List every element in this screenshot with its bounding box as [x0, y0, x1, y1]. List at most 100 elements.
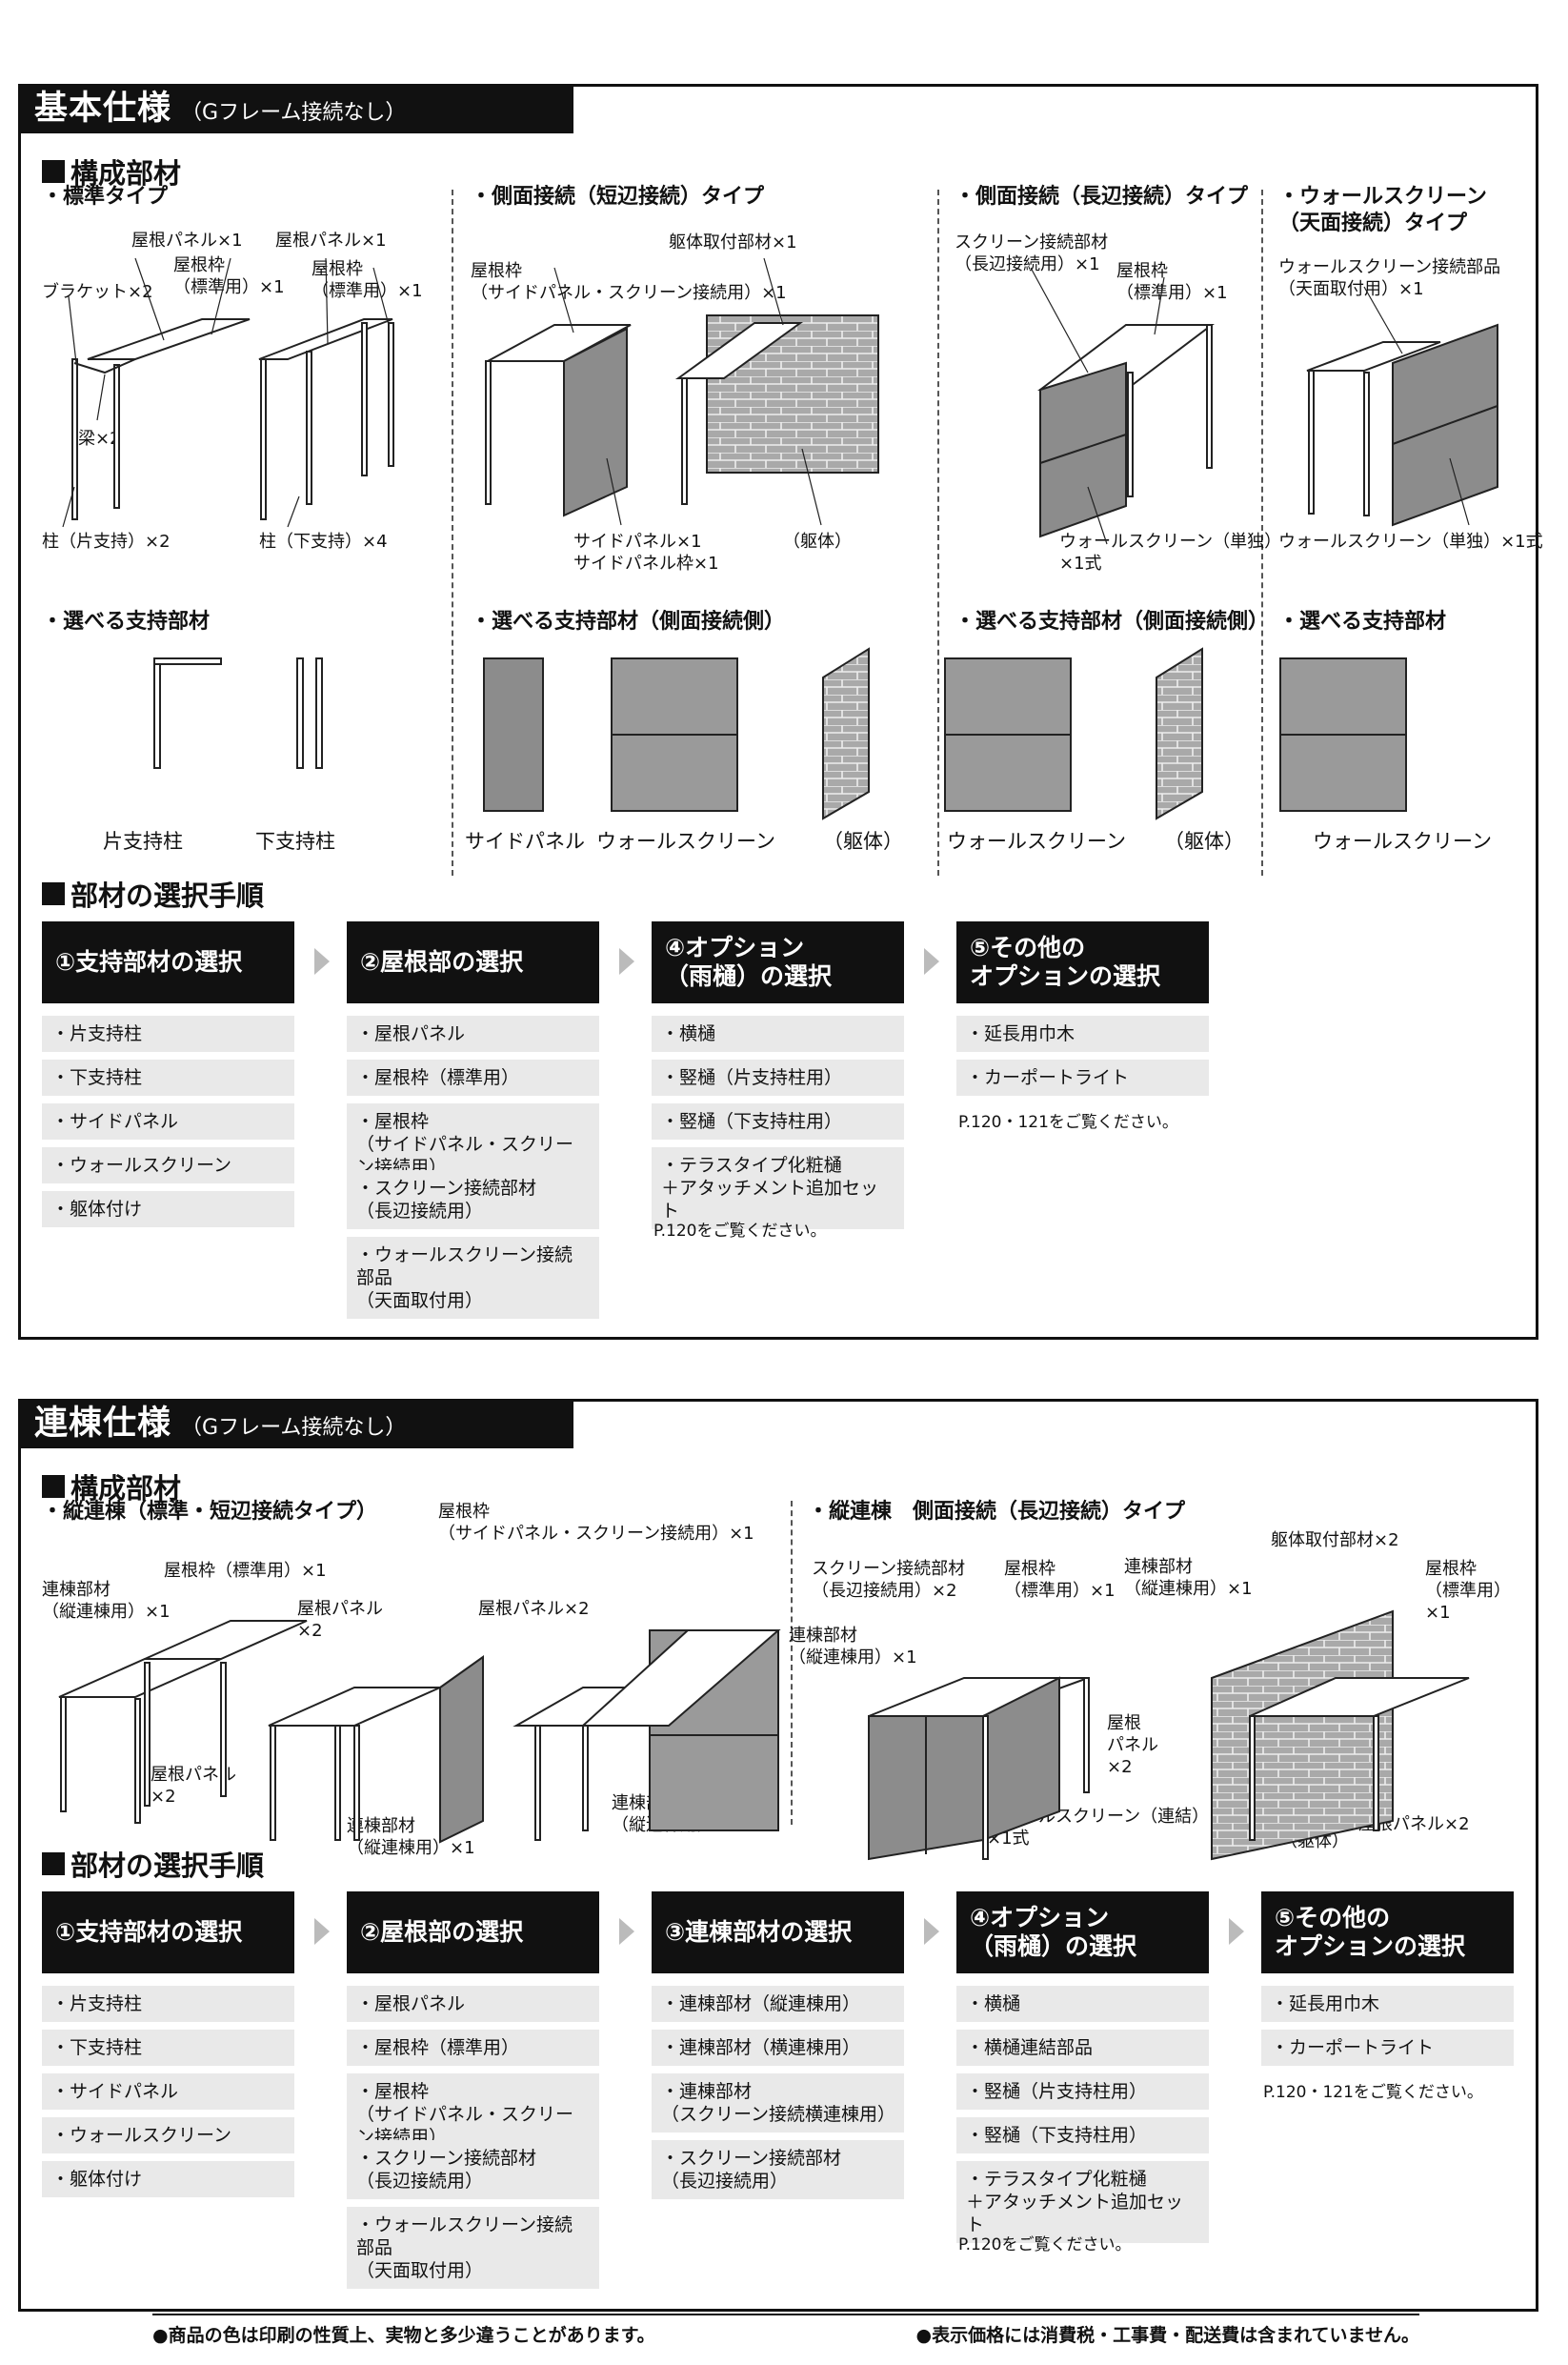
basic-spec-section: 基本仕様 （Gフレーム接続なし） 構成部材 ・標準タイプ 屋根パネル×1 屋根パ…: [18, 84, 1543, 1340]
list-item: ・サイドパネル: [42, 1103, 294, 1140]
page-reference-note: P.120をご覧ください。: [958, 2235, 1132, 2254]
list-item: ・片支持柱: [42, 1016, 294, 1052]
support-heading-side: ・選べる支持部材（側面接続側）: [955, 610, 1270, 634]
label-roof-panel: 屋根 パネル ×2: [1107, 1713, 1158, 1777]
footer-notes: ●商品の色は印刷の性質上、実物と多少違うことがあります。 ●表示価格には消費税・…: [152, 2314, 1419, 2347]
label-side-panel: サイドパネル: [465, 830, 585, 853]
label-roof-frame: 屋根枠 （標準用）×1: [312, 259, 423, 301]
page-reference-note: P.120をご覧ください。: [653, 1222, 827, 1241]
support-heading: ・選べる支持部材: [1278, 610, 1447, 634]
list-item: ・横樋: [652, 1016, 904, 1052]
list-item: ・ウォールスクリーン接続部品 （天面取付用）: [347, 1237, 599, 1319]
label-roof-frame: 屋根枠 （標準用）×1: [1425, 1559, 1511, 1623]
label-screen-part: スクリーン接続部材 （長辺接続用）×2: [812, 1559, 966, 1601]
square-bullet-icon: [42, 1475, 65, 1498]
label-wall-screen-single: ウォールスクリーン（単独） ×1式: [1059, 532, 1282, 574]
section-subtitle: （Gフレーム接続なし）: [181, 101, 407, 125]
top-connect-type-heading: ・ウォールスクリーン （天面接続）タイプ: [1278, 185, 1487, 235]
side-short-type-illustration: [485, 257, 879, 526]
list-item: ・屋根枠（標準用）: [347, 1060, 599, 1096]
list-item: ・横樋連結部品: [956, 2030, 1209, 2066]
list-item: ・躯体付け: [42, 2161, 294, 2197]
label-wall: （躯体）: [1164, 830, 1244, 853]
label-roof-frame: 屋根枠 （標準用）×1: [173, 255, 285, 297]
label-roof-panel: 屋根パネル ×2: [297, 1599, 383, 1641]
list-item: ・スクリーン接続部材 （長辺接続用）: [347, 1170, 599, 1229]
page-reference-note: P.120・121をご覧ください。: [958, 1113, 1178, 1132]
list-item: ・屋根パネル: [347, 1986, 599, 2022]
label-linking-part: 連棟部材 （縦連棟用）×1: [42, 1580, 171, 1622]
list-item: ・延長用巾木: [956, 1016, 1209, 1052]
components-heading: 構成部材: [42, 152, 181, 192]
procedure-heading: 部材の選択手順: [42, 874, 264, 914]
list-item: ・ウォールスクリーン: [42, 2117, 294, 2153]
section-header: 基本仕様 （Gフレーム接続なし）: [21, 87, 573, 133]
footer-note-price: ●表示価格には消費税・工事費・配送費は含まれていません。: [915, 2325, 1419, 2346]
list-item: ・スクリーン接続部材 （長辺接続用）: [652, 2140, 904, 2199]
label-wall-screen: ウォールスクリーン: [1313, 830, 1492, 853]
list-item: ・竪樋（下支持柱用）: [652, 1103, 904, 1140]
label-wall-screen: ウォールスクリーン: [947, 830, 1126, 853]
square-bullet-icon: [42, 160, 65, 183]
list-item: ・テラスタイプ化粧樋 ＋アタッチメント追加セット: [956, 2161, 1209, 2243]
list-item: ・竪樋（片支持柱用）: [956, 2073, 1209, 2110]
page-reference-note: P.120・121をご覧ください。: [1263, 2083, 1483, 2102]
step-arrow-icon: [314, 948, 330, 975]
step-arrow-icon: [924, 1918, 939, 1945]
label-roof-frame-long: 屋根枠 （標準用）×1: [1116, 261, 1228, 303]
step-5-header: ⑤その他の オプションの選択: [1261, 1891, 1514, 1973]
label-roof-frame-side: 屋根枠 （サイドパネル・スクリーン接続用）×1: [471, 261, 787, 303]
list-item: ・片支持柱: [42, 1986, 294, 2022]
step-2-header: ②屋根部の選択: [347, 1891, 599, 1973]
list-item: ・テラスタイプ化粧樋 ＋アタッチメント追加セット: [652, 1147, 904, 1229]
step-arrow-icon: [619, 948, 634, 975]
label-roof-panel: 屋根パネル×1: [131, 231, 243, 251]
standard-type-illustration: [62, 257, 394, 528]
step-3-header: ③連棟部材の選択: [652, 1891, 904, 1973]
list-item: ・連棟部材（横連棟用）: [652, 2030, 904, 2066]
label-wall: （躯体）: [823, 830, 903, 853]
vertical-linked-side-heading: ・縦連棟 側面接続（長辺接続）タイプ: [808, 1500, 1186, 1524]
label-post-bottom: 柱（下支持）×4: [259, 532, 388, 552]
step-4-header: ④オプション （雨樋）の選択: [956, 1891, 1209, 1973]
step-arrow-icon: [619, 1918, 634, 1945]
step-arrow-icon: [314, 1918, 330, 1945]
list-item: ・横樋: [956, 1986, 1209, 2022]
label-roof-panel: 屋根パネル ×2: [151, 1765, 236, 1807]
list-item: ・竪樋（片支持柱用）: [652, 1060, 904, 1096]
label-beam: 梁×2: [78, 429, 121, 449]
list-item: ・カーポートライト: [956, 1060, 1209, 1096]
list-item: ・スクリーン接続部材 （長辺接続用）: [347, 2140, 599, 2199]
standard-type-heading: ・標準タイプ: [42, 185, 169, 209]
label-screen-top-part: ウォールスクリーン接続部品 （天面取付用）×1: [1278, 257, 1501, 299]
support-heading-side: ・選べる支持部材（側面接続側）: [471, 610, 786, 634]
label-linking-part: 連棟部材 （縦連棟用）×1: [789, 1626, 917, 1668]
label-bottom-post: 下支持柱: [255, 830, 335, 853]
label-roof-panel: 屋根パネル×2: [478, 1599, 590, 1619]
list-item: ・竪樋（下支持柱用）: [956, 2117, 1209, 2153]
label-wall: （躯体）: [783, 532, 852, 552]
list-item: ・ウォールスクリーン接続部品 （天面取付用）: [347, 2207, 599, 2289]
column-divider: [452, 190, 453, 876]
step-1-header: ①支持部材の選択: [42, 921, 294, 1003]
step-arrow-icon: [924, 948, 939, 975]
list-item: ・ウォールスクリーン: [42, 1147, 294, 1183]
label-cantilever-post: 片支持柱: [103, 830, 183, 853]
section-subtitle: （Gフレーム接続なし）: [181, 1416, 407, 1440]
support-heading: ・選べる支持部材: [42, 610, 211, 634]
footer-note-color: ●商品の色は印刷の性質上、実物と多少違うことがあります。: [152, 2325, 655, 2346]
column-divider: [791, 1501, 793, 1825]
support-panels-illustration: [483, 647, 1407, 820]
label-side-panel: サイドパネル×1 サイドパネル枠×1: [573, 532, 719, 574]
step-1-header: ①支持部材の選択: [42, 1891, 294, 1973]
column-divider: [1261, 190, 1263, 876]
label-wall-screen-single: ウォールスクリーン（単独）×1式: [1278, 532, 1543, 552]
list-item: ・屋根パネル: [347, 1016, 599, 1052]
list-item: ・カーポートライト: [1261, 2030, 1514, 2066]
step-2-header: ②屋根部の選択: [347, 921, 599, 1003]
label-screen-part: スクリーン接続部材 （長辺接続用）×1: [955, 232, 1109, 274]
step-4-header: ④オプション （雨樋）の選択: [652, 921, 904, 1003]
label-roof-frame: 屋根枠（標準用）×1: [164, 1561, 327, 1581]
list-item: ・下支持柱: [42, 2030, 294, 2066]
square-bullet-icon: [42, 1852, 65, 1875]
